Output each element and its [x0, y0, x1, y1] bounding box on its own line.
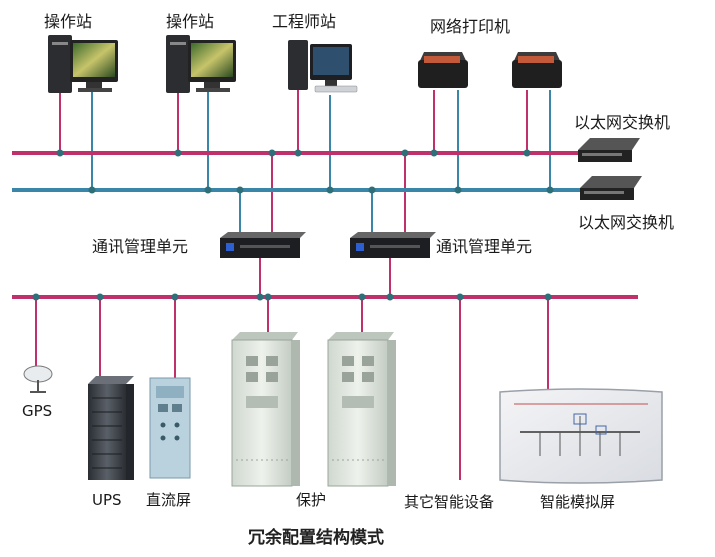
comm-unit-icon: [220, 232, 306, 258]
comm-unit-1-label: 通讯管理单元: [92, 237, 188, 256]
comm-unit-2-label: 通讯管理单元: [436, 237, 532, 256]
computer-icon: [166, 35, 236, 93]
connection-lines: [35, 88, 551, 480]
network-printer-label: 网络打印机: [430, 17, 510, 36]
comm-unit-icon: [350, 232, 436, 258]
comm-unit-2: 通讯管理单元: [350, 232, 532, 258]
printer-icon: [512, 52, 562, 88]
protection-cabinet-icon: [327, 332, 396, 487]
engineer-station-label: 工程师站: [272, 12, 336, 31]
diagram-caption: 冗余配置结构模式: [248, 527, 384, 548]
switch-icon: [578, 138, 640, 162]
dc-panel-label: 直流屏: [146, 491, 191, 509]
ups-cabinet-icon: [88, 376, 134, 480]
ethernet-switch-2: 以太网交换机: [578, 176, 674, 232]
gps-label: GPS: [22, 402, 52, 420]
protection-cabinet-icon: [231, 332, 300, 487]
workstation-2: 操作站: [166, 12, 236, 93]
network-printer: 网络打印机: [418, 17, 562, 88]
computer-icon: [288, 40, 358, 93]
dc-panel: 直流屏: [146, 377, 191, 509]
ups-label: UPS: [92, 491, 122, 509]
engineer-station: 工程师站: [272, 12, 358, 93]
workstation-1: 操作站: [44, 12, 118, 93]
switch-icon: [580, 176, 642, 200]
gps: GPS: [22, 365, 53, 420]
protection: 保护: [231, 332, 396, 509]
mimic-panel-label: 智能模拟屏: [540, 493, 615, 511]
gps-antenna-icon: [23, 365, 53, 393]
workstation-2-label: 操作站: [166, 12, 214, 31]
comm-unit-1: 通讯管理单元: [92, 232, 306, 258]
printer-icon: [418, 52, 468, 88]
computer-icon: [48, 35, 118, 93]
mimic-panel-icon: [499, 388, 663, 484]
ups: UPS: [88, 376, 134, 509]
bus-nodes: [32, 149, 554, 301]
dc-panel-icon: [149, 377, 191, 479]
ethernet-switch-1: 以太网交换机: [574, 113, 670, 162]
mimic-panel: 智能模拟屏: [499, 388, 663, 511]
ethernet-switch-1-label: 以太网交换机: [574, 113, 670, 132]
protection-label: 保护: [296, 491, 326, 509]
other-devices-label: 其它智能设备: [404, 493, 494, 511]
workstation-1-label: 操作站: [44, 12, 92, 31]
ethernet-switch-2-label: 以太网交换机: [578, 213, 674, 232]
